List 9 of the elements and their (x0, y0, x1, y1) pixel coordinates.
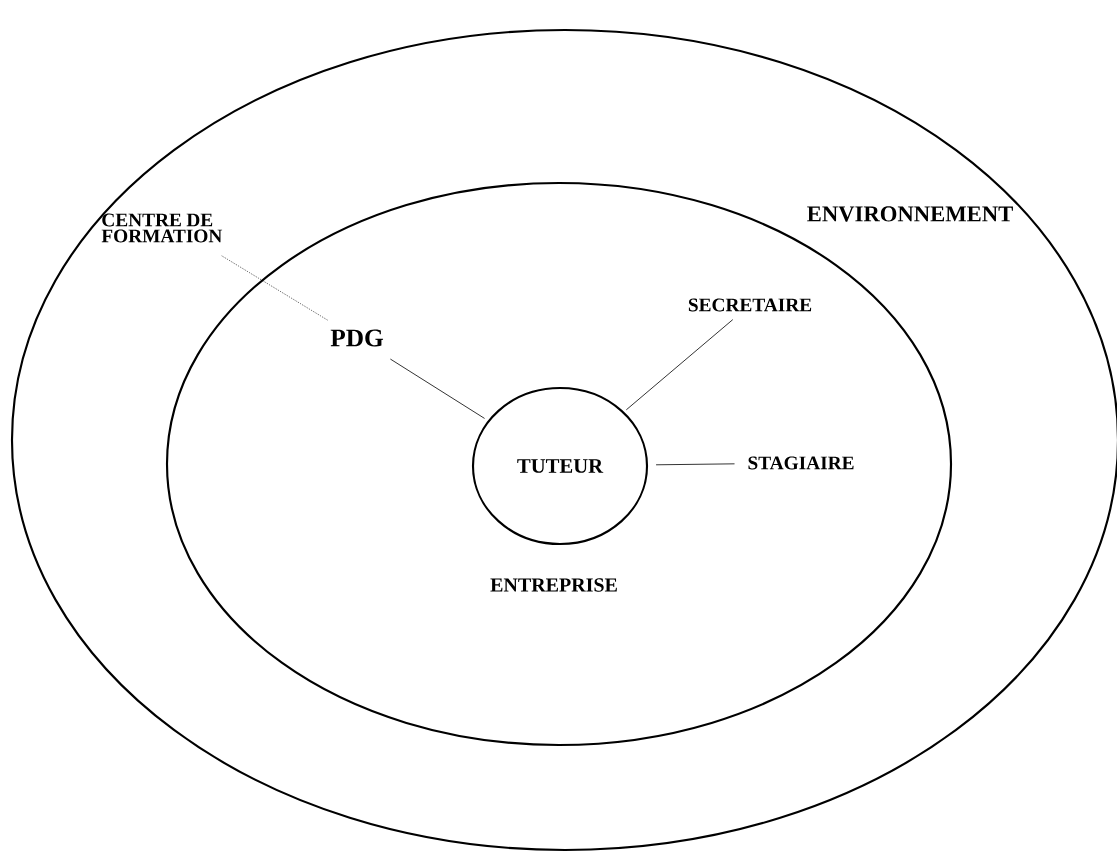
dotted-line (221, 255, 329, 321)
connector-line (625, 319, 734, 411)
node-label: CENTRE DE FORMATION (101, 213, 223, 243)
node-label: SECRETAIRE (688, 298, 812, 312)
connector-line (655, 463, 735, 466)
circle-node: TUTEUR (471, 386, 649, 546)
node-label: STAGIAIRE (748, 456, 854, 470)
node-label: PDG (330, 329, 384, 347)
connector-line (389, 358, 485, 419)
